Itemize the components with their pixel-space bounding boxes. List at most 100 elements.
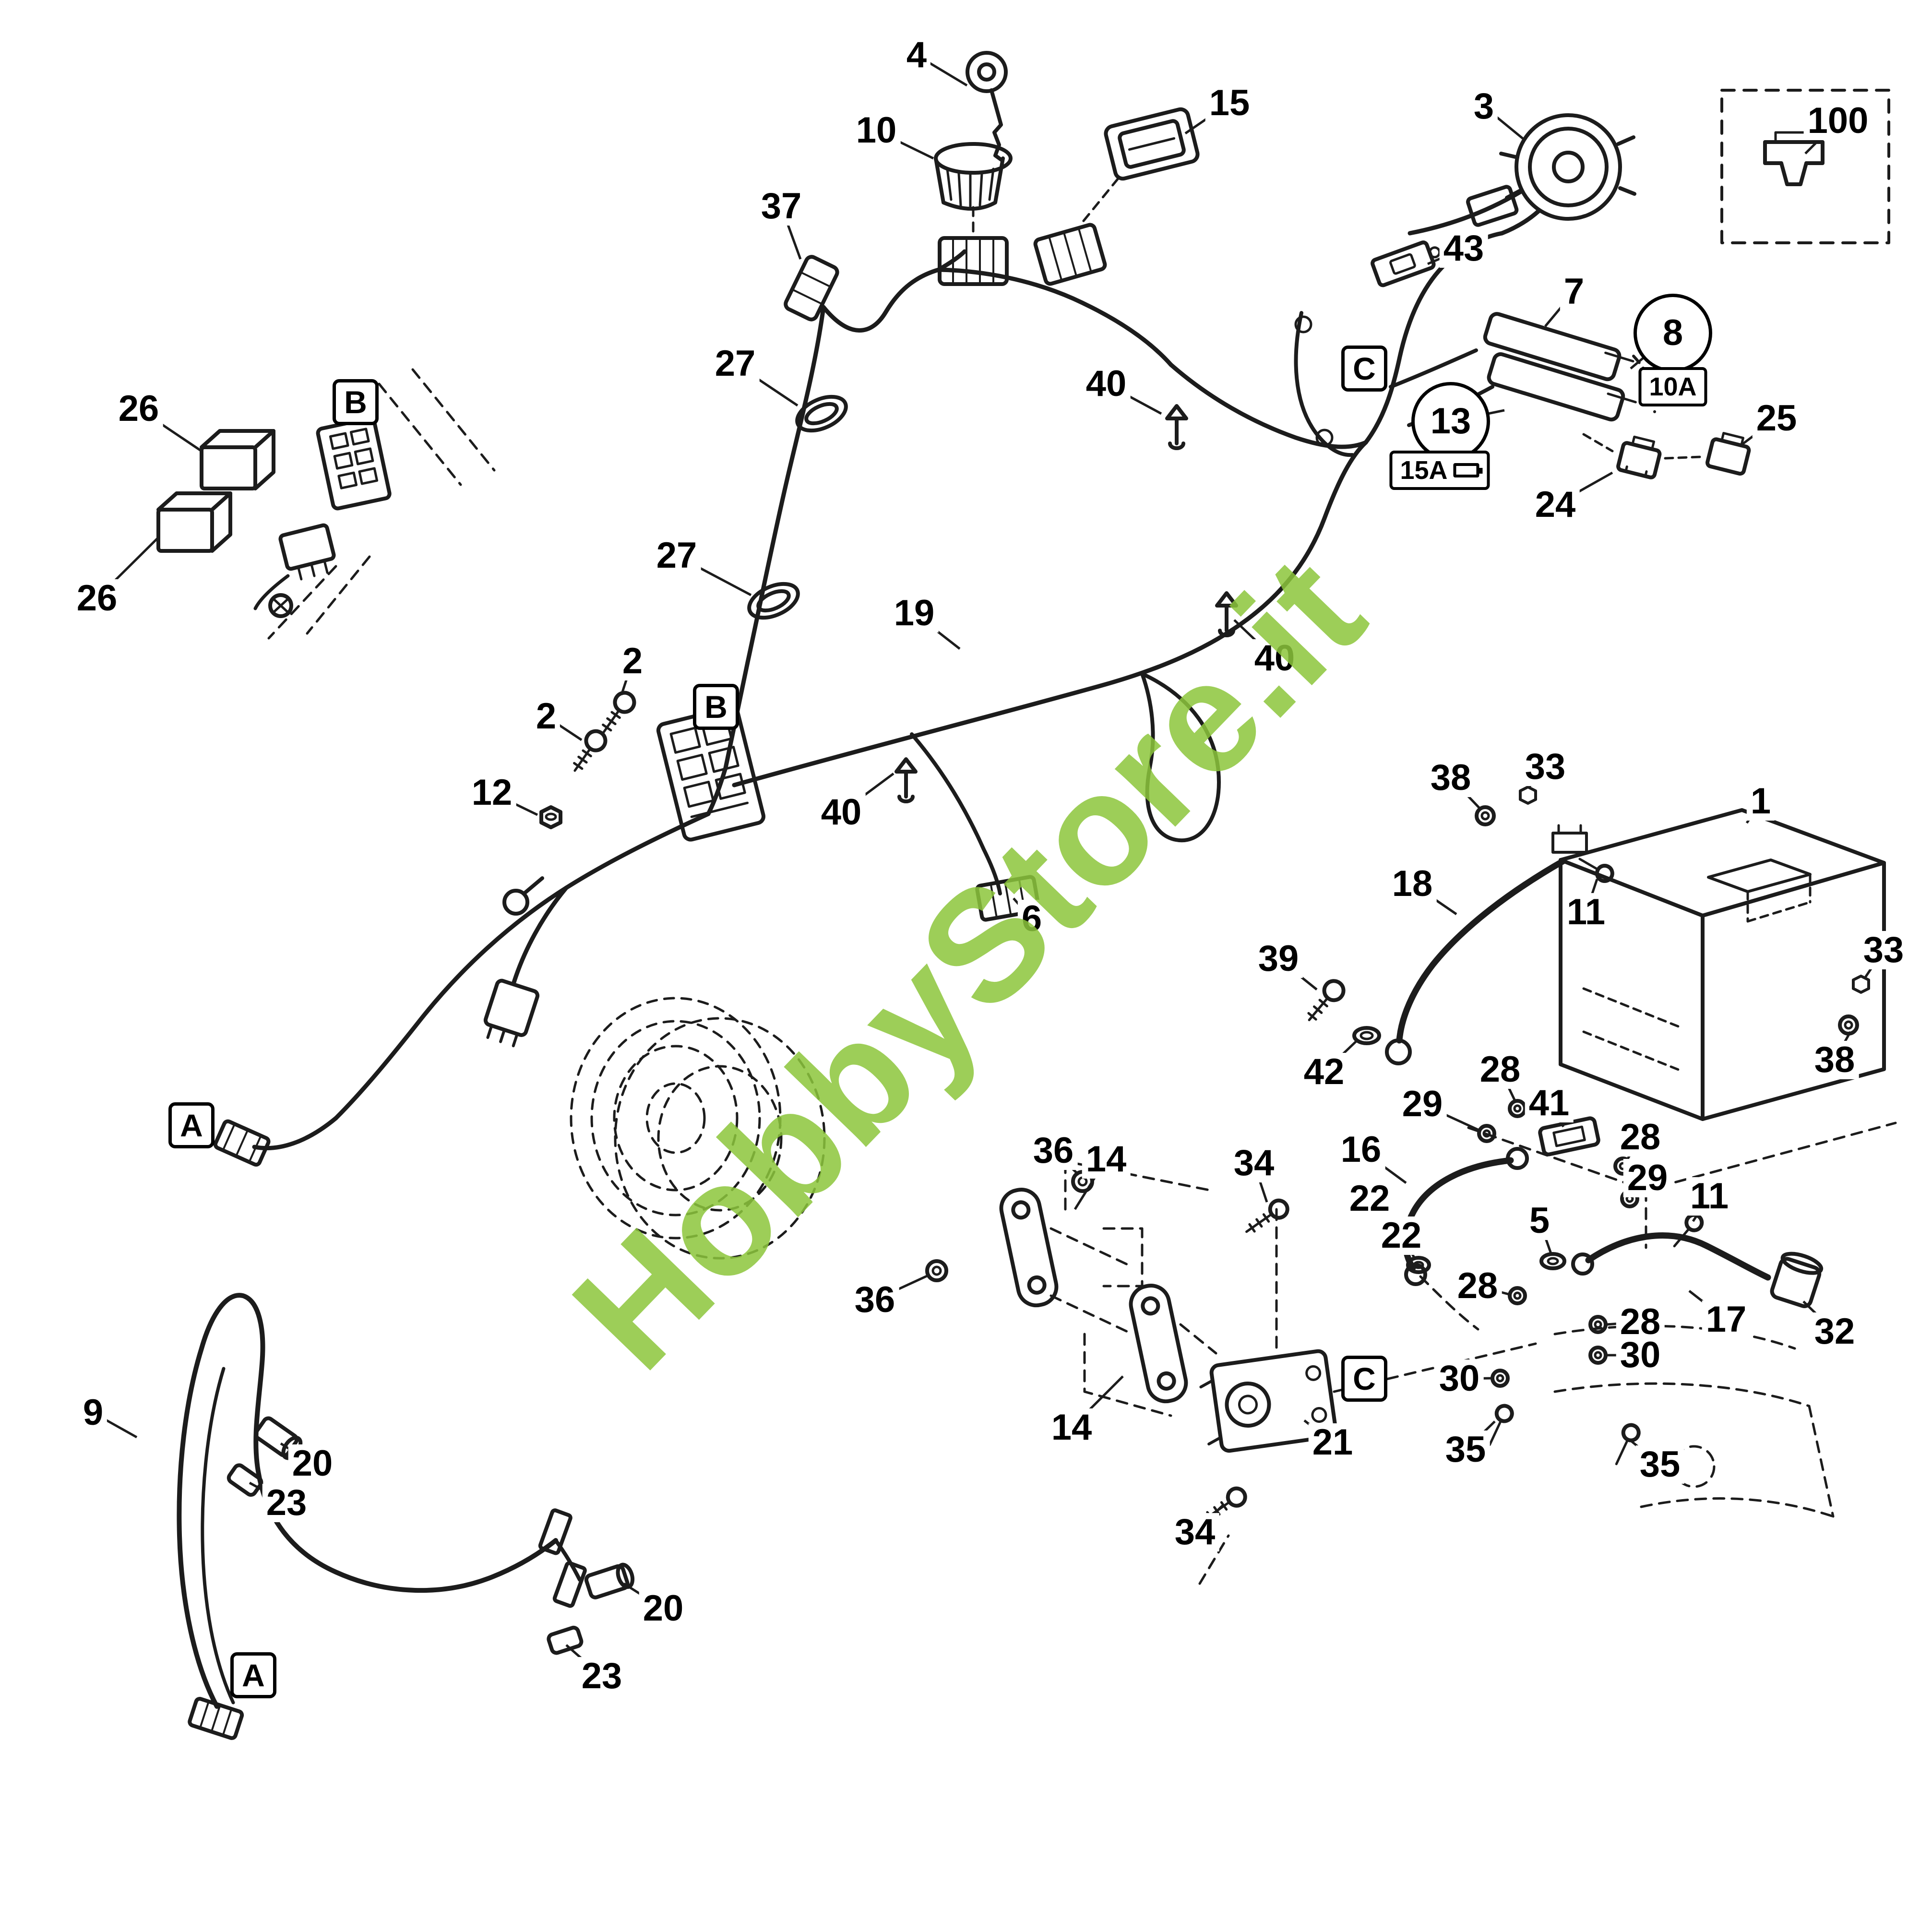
part-label-9: 9	[79, 1394, 107, 1432]
part-label-6: 6	[1017, 898, 1046, 939]
label-text: 10	[856, 110, 897, 151]
part-label-2: 2	[618, 642, 647, 680]
part-label-5: 5	[1525, 1202, 1554, 1240]
part-label-12: 12	[467, 774, 516, 812]
label-text: 20	[292, 1443, 333, 1484]
battery-terminal-bracket	[1551, 824, 1588, 854]
cable-clip-40c	[894, 757, 918, 803]
part-label-33: 33	[1859, 930, 1908, 970]
label-text: 33	[1863, 930, 1904, 970]
label-text: 29	[1402, 1084, 1443, 1124]
label-text: B	[344, 384, 367, 420]
bracket-41	[1538, 1116, 1600, 1157]
part-label-40: 40	[817, 793, 866, 832]
fuse-24	[1616, 435, 1662, 479]
part-label-17: 17	[1702, 1300, 1751, 1339]
part-label-13: 13	[1411, 382, 1490, 461]
label-text: A	[180, 1108, 203, 1143]
label-text: 16	[1340, 1129, 1382, 1170]
label-text: 25	[1756, 398, 1797, 439]
part-label-27: 27	[652, 535, 701, 576]
part-label-43: 43	[1439, 229, 1488, 268]
label-text: 15	[1209, 83, 1250, 123]
spade-terminal-a	[538, 1508, 572, 1555]
part-label-28: 28	[1616, 1303, 1665, 1341]
label-text: 19	[894, 593, 935, 633]
wheel-ghost	[570, 997, 826, 1260]
label-text: 35	[1639, 1444, 1681, 1485]
label-text: 14	[1085, 1139, 1127, 1180]
label-text: A	[242, 1658, 265, 1693]
switch-connector	[1033, 223, 1107, 286]
part-label-32: 32	[1810, 1312, 1859, 1351]
label-text: 22	[1349, 1178, 1390, 1219]
label-text: 11	[1690, 1176, 1729, 1216]
screw-11a	[1578, 858, 1614, 883]
horn-connector	[1466, 185, 1519, 227]
section-label-B: B	[693, 684, 739, 730]
washer-42	[1352, 1026, 1381, 1045]
washer-36b	[925, 1259, 948, 1282]
part-label-10A: 10A	[1638, 367, 1707, 406]
label-text: C	[1353, 351, 1376, 386]
label-text: 33	[1525, 746, 1566, 787]
label-text: 3	[1473, 86, 1494, 127]
grommet-27a	[795, 394, 848, 433]
part-label-22: 22	[1377, 1216, 1426, 1255]
connector-A1	[213, 1119, 271, 1167]
part-label-42: 42	[1300, 1053, 1348, 1091]
nut-33b	[1852, 975, 1870, 994]
part-label-19: 19	[890, 594, 939, 632]
part-label-26: 26	[114, 390, 163, 428]
label-text: 15A	[1400, 456, 1448, 485]
label-text: 9	[83, 1392, 104, 1433]
label-text: 6	[1021, 898, 1042, 939]
nut-12	[539, 805, 562, 829]
label-text: 28	[1620, 1301, 1661, 1342]
label-text: 27	[656, 535, 697, 576]
part-label-21: 21	[1308, 1422, 1357, 1463]
section-label-C: C	[1341, 1356, 1387, 1402]
cap-32	[1770, 1252, 1824, 1308]
label-text: 21	[1312, 1422, 1353, 1463]
part-label-23: 23	[262, 1484, 311, 1522]
connector-6	[975, 875, 1041, 922]
washer-5	[1539, 1252, 1566, 1270]
label-text: 38	[1430, 757, 1471, 798]
washer-38a	[1475, 805, 1496, 826]
label-text: 11	[1566, 892, 1606, 932]
cable-17	[1571, 1232, 1771, 1281]
part-label-34: 34	[1170, 1513, 1219, 1551]
bolt-35b	[1615, 1423, 1641, 1466]
part-label-4: 4	[902, 36, 931, 74]
label-text: C	[1353, 1361, 1376, 1396]
label-text: 28	[1479, 1049, 1521, 1090]
label-text: 30	[1620, 1335, 1661, 1375]
part-label-27: 27	[711, 345, 760, 383]
label-text: 20	[643, 1588, 684, 1629]
battery-cable-18	[1385, 858, 1567, 1065]
part-label-24: 24	[1531, 486, 1580, 524]
part-label-20: 20	[288, 1444, 337, 1483]
label-text: 100	[1807, 100, 1869, 141]
label-text: 35	[1445, 1429, 1486, 1470]
label-text: 36	[1033, 1130, 1074, 1171]
section-label-C: C	[1341, 346, 1387, 392]
label-text: 28	[1620, 1117, 1661, 1157]
harness-trunk	[252, 305, 1368, 1150]
part-label-14: 14	[1082, 1140, 1131, 1179]
part-label-33: 33	[1521, 748, 1570, 786]
terminal-dot	[268, 593, 293, 618]
part-label-39: 39	[1254, 940, 1303, 978]
part-label-8: 8	[1634, 294, 1712, 372]
label-text: 17	[1705, 1299, 1747, 1340]
connector-37	[784, 255, 839, 322]
label-text: 7	[1563, 271, 1585, 312]
relay-26a	[200, 429, 275, 490]
label-text: 40	[1254, 638, 1295, 679]
part-label-20: 20	[639, 1589, 688, 1628]
part-label-38: 38	[1426, 757, 1475, 798]
label-text: 38	[1814, 1039, 1855, 1080]
label-text: 41	[1528, 1083, 1570, 1123]
